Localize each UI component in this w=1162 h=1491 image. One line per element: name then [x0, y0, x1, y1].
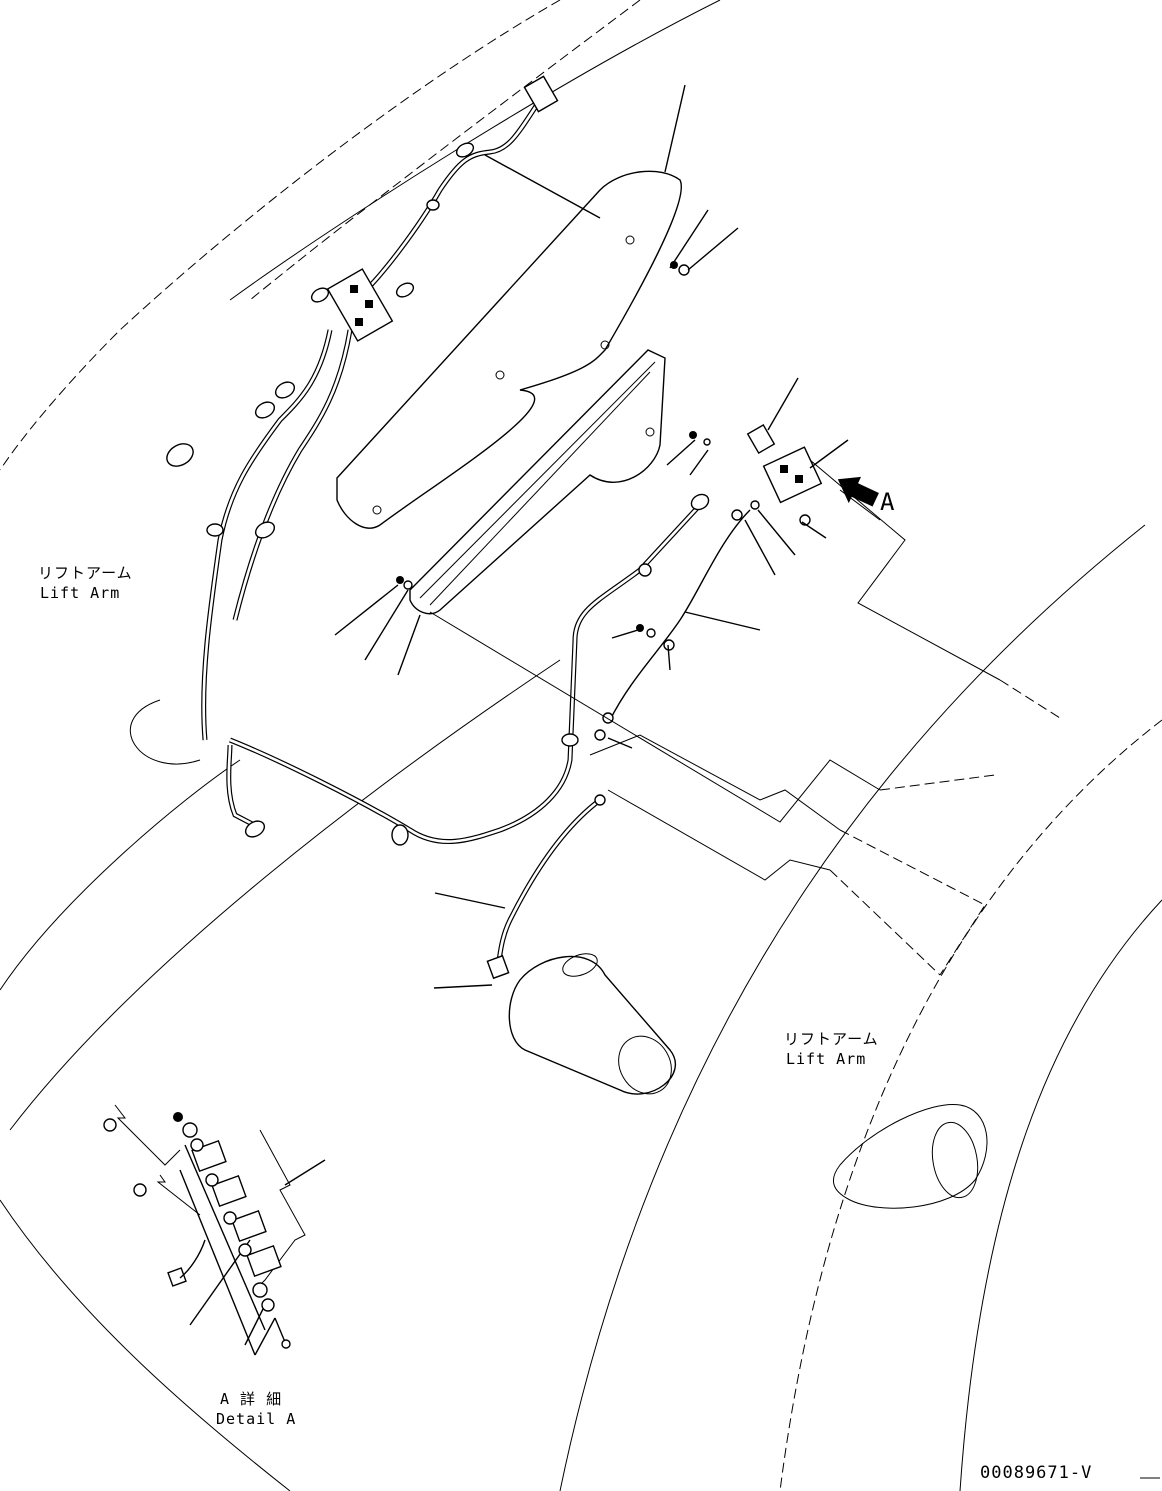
lift-arm-left-label-jp: リフトアーム — [38, 564, 133, 582]
upper-cover-plate — [336, 170, 682, 529]
valve-block-upper — [166, 75, 652, 846]
view-marker-label: A — [880, 488, 896, 516]
lift-arm-right-label-en: Lift Arm — [786, 1050, 867, 1068]
valve-assembly-right — [486, 424, 823, 980]
detail-a-title-jp: A 詳 細 — [220, 1390, 283, 1408]
view-arrow-icon — [837, 476, 879, 507]
leader-lines — [334, 84, 849, 989]
lift-arm-left-label-en: Lift Arm — [40, 584, 121, 602]
lower-cover-channel — [409, 349, 666, 615]
detail-a-title-en: Detail A — [216, 1410, 297, 1428]
pivot-pin — [508, 953, 677, 1095]
lift-arm-right-label-jp: リフトアーム — [784, 1030, 879, 1048]
lift-arm-boss — [832, 1103, 988, 1209]
projection-lines — [429, 459, 1061, 976]
detail-a-assembly — [103, 1104, 326, 1356]
lift-arm-outline-lower — [0, 524, 1162, 1491]
drawing-number: 00089671-V — [980, 1463, 1093, 1483]
lift-arm-outline-upper — [0, 0, 721, 765]
hydraulic-hoses — [201, 98, 751, 966]
